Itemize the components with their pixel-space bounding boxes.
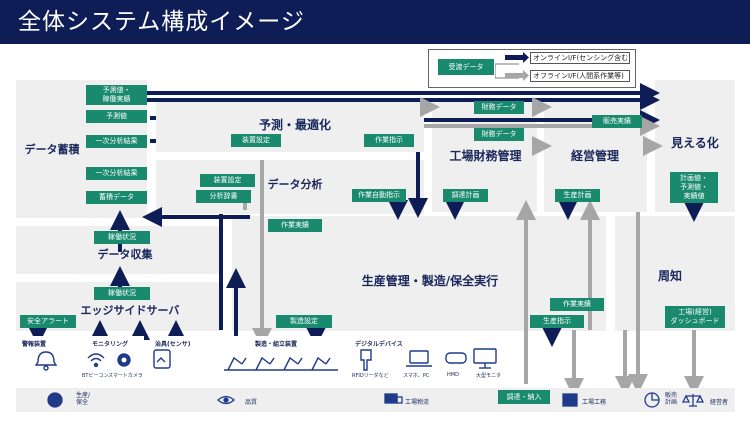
tag-prod-plan: 生産計画	[555, 189, 600, 202]
label-quality: 品質	[245, 399, 258, 406]
tag-pred: 予測値	[86, 110, 147, 123]
tag-device-setting2: 装置設定	[200, 174, 255, 187]
factory-icon	[562, 393, 578, 407]
tag-auto-instr: 作業自動指示	[352, 189, 406, 202]
label-alarm: 警報装置	[22, 341, 47, 348]
label-phone-pc: スマホ、PC	[403, 373, 430, 379]
label-sales-plan: 販売 計画	[665, 392, 678, 406]
tag-safety-alert: 安全アラート	[20, 315, 76, 328]
label-visualize: 見える化	[671, 136, 719, 150]
wifi-icon	[87, 353, 105, 362]
device-assembly	[205, 336, 345, 380]
label-production: 生産管理・製造/保全実行	[361, 274, 499, 288]
legend-online-arrow	[505, 55, 523, 60]
title-bar	[0, 0, 750, 44]
tag-primary2: 一次分析結果	[86, 167, 147, 180]
label-monitoring: モニタリング	[92, 341, 129, 348]
label-factory-finance: 工場財務管理	[449, 149, 522, 163]
tablet-icon	[153, 349, 171, 369]
label-assembly: 製造・組立装置	[255, 341, 298, 348]
helmet-icon	[47, 392, 63, 408]
device-digital	[350, 336, 516, 380]
tag-procurement: 調達・納入	[498, 390, 550, 404]
tag-primary1: 一次分析結果	[86, 135, 147, 148]
monitor-icon	[473, 348, 497, 364]
rfid-icon	[360, 349, 372, 371]
label-production-maint: 生産/ 保全	[76, 392, 91, 406]
scale-icon	[681, 394, 705, 407]
bottom-bar	[16, 388, 735, 412]
truck-icon	[384, 393, 398, 404]
label-notice: 周知	[657, 269, 682, 283]
label-data-store: データ蓄積	[24, 143, 80, 156]
tag-operation1: 稼働状況	[94, 231, 150, 244]
tag-prod-instr: 生産指示	[530, 315, 584, 328]
tag-work-instr: 作業指示	[364, 134, 414, 147]
bell-icon	[34, 351, 58, 366]
laptop-icon	[409, 350, 429, 364]
legend-tag: 受渡データ	[438, 59, 494, 75]
label-rfid: RFIDリーダなど	[352, 373, 389, 379]
label-monitor: 大型モニタ	[476, 373, 502, 379]
legend-offline-label: オフラインI/F(人間系作業等)	[530, 70, 630, 82]
label-data-collect: データ収集	[97, 248, 153, 261]
hmd-icon	[445, 352, 467, 364]
tag-manuf-setting: 製造設定	[276, 315, 332, 328]
label-logistics: 工場物流	[405, 399, 430, 406]
tag-finance1: 財務データ	[474, 101, 524, 114]
label-edge: エッジサイドサーバ	[80, 304, 180, 317]
label-analysis: データ分析	[267, 178, 323, 191]
legend-online-label: オンラインI/F(センシング含む)	[530, 52, 630, 64]
label-management: 経営管理	[570, 149, 619, 163]
page-title: 全体システム構成イメージ	[18, 9, 305, 35]
tag-analysis-dict: 分析辞書	[196, 190, 251, 203]
tag-work-result: 作業実績	[268, 219, 322, 232]
tag-store-data: 蓄積データ	[86, 191, 147, 204]
device-jig	[150, 336, 200, 380]
label-beacon: BTビーコン	[82, 373, 109, 379]
box-analysis	[156, 160, 424, 214]
device-icons	[34, 348, 497, 371]
label-jig: 治具(センサ)	[155, 341, 191, 348]
tag-operation2: 稼働状況	[94, 287, 150, 300]
device-alarm	[16, 336, 73, 380]
tag-device-setting: 装置設定	[231, 134, 281, 147]
tag-pred-values: 予測値・ 稼働実績	[86, 85, 147, 105]
label-hmd: HMD	[447, 372, 459, 378]
legend-arrows	[495, 52, 529, 81]
box-production	[232, 216, 606, 331]
legend-offline-arrow	[505, 73, 523, 78]
bottom-icons	[47, 392, 705, 408]
tag-work-result2: 作業実績	[550, 298, 604, 311]
label-predict: 予測・最適化	[258, 118, 331, 132]
tag-plan-values: 計画値・ 予測値・ 実績値	[670, 172, 718, 203]
eye-icon	[217, 395, 235, 405]
label-digital: デジタルデバイス	[355, 341, 403, 348]
label-executive: 経営者	[710, 399, 729, 406]
robot-arm-icon	[224, 356, 338, 371]
tag-dashboard: 工場(経営) ダッシュボード	[665, 306, 725, 328]
label-engineering: 工場工務	[582, 399, 607, 406]
label-smartcam: スマートカメラ	[108, 373, 143, 379]
tag-adjust-plan: 調達計画	[443, 189, 488, 202]
tag-finance2: 財務データ	[474, 128, 524, 141]
tag-sales: 販売実績	[592, 115, 642, 128]
